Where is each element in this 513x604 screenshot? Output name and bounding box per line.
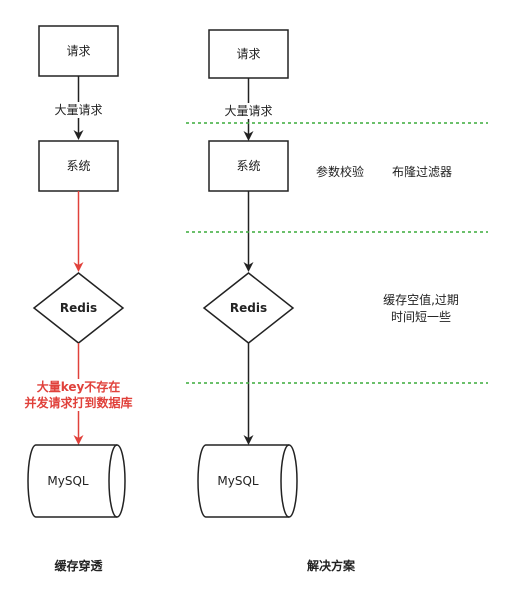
left-mysql-label: MySQL: [47, 474, 89, 488]
left-edge-label-bg: [50, 102, 108, 118]
cache-empty-label-line2: 时间短一些: [391, 310, 451, 324]
left-mysql-node: MySQL: [27, 444, 126, 518]
param-check-label: 参数校验: [316, 164, 364, 179]
left-redis-node: Redis: [32, 272, 125, 344]
bloom-filter-label: 布隆过滤器: [392, 164, 452, 179]
left-system-node: 系统: [38, 140, 119, 192]
right-redis-node: Redis: [202, 272, 295, 344]
left-red-label-line1: 大量key不存在: [37, 379, 121, 394]
right-request-node: 请求: [208, 29, 289, 79]
left-red-label-bg: [18, 379, 140, 411]
left-system-label: 系统: [66, 159, 90, 173]
right-edge-label: 大量请求: [224, 104, 272, 118]
left-redis-label: Redis: [60, 301, 97, 315]
right-edge-label-bg: [220, 103, 278, 119]
left-request-label: 请求: [66, 44, 90, 58]
right-caption: 解决方案: [307, 558, 356, 573]
right-redis-label: Redis: [230, 301, 267, 315]
right-mysql-label: MySQL: [217, 474, 259, 488]
right-mysql-node: MySQL: [197, 444, 298, 518]
left-caption: 缓存穿透: [54, 558, 103, 573]
left-red-label-line2: 并发请求打到数据库: [24, 395, 132, 410]
right-system-node: 系统: [208, 140, 289, 192]
cache-empty-label-line1: 缓存空值,过期: [383, 292, 459, 307]
right-request-label: 请求: [236, 47, 260, 61]
left-edge-label: 大量请求: [54, 103, 102, 117]
left-request-node: 请求: [38, 25, 119, 77]
right-system-label: 系统: [236, 159, 260, 173]
